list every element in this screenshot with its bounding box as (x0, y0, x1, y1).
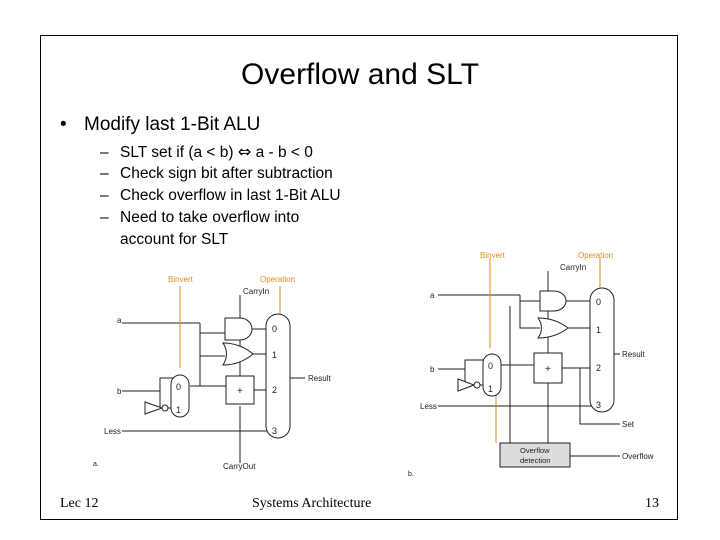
plus-label: + (545, 364, 551, 375)
bmux-1: 1 (176, 405, 181, 415)
plus-label: + (237, 386, 243, 397)
mux-2: 2 (596, 363, 601, 373)
mux-3: 3 (596, 400, 601, 410)
or-gate-icon (222, 342, 254, 366)
a-label: a (430, 291, 435, 300)
footer-left: Lec 12 (60, 496, 99, 511)
main-mux (589, 287, 615, 413)
b-mux (170, 374, 190, 418)
sub-item-2: –Check sign bit after subtraction (100, 163, 333, 185)
carryin-label: CarryIn (243, 287, 269, 296)
sub-dash: – (100, 144, 109, 161)
a-label: a (117, 316, 122, 325)
result-label: Result (622, 350, 645, 359)
alu-diagram-a: + 0 1 0 1 2 3 Binvert Operation CarryIn … (93, 275, 331, 471)
mux-3: 3 (272, 426, 277, 436)
bullet-dot: • (60, 114, 67, 135)
slide-frame (40, 35, 678, 520)
mux-1: 1 (596, 325, 601, 335)
bmux-0: 0 (176, 382, 181, 392)
bmux-0: 0 (488, 361, 493, 371)
operation-label: Operation (578, 251, 613, 260)
carryin-label: CarryIn (560, 263, 586, 272)
mux-0: 0 (596, 297, 601, 307)
and-gate-icon (224, 317, 253, 341)
sub-dash: – (100, 187, 109, 204)
caption-a: a. (93, 461, 99, 468)
bmux-1: 1 (488, 384, 493, 394)
b-mux (482, 353, 502, 397)
carryout-label: CarryOut (223, 462, 256, 471)
result-label: Result (308, 374, 331, 383)
b-label: b (117, 387, 122, 396)
sub-dash: – (100, 165, 109, 182)
set-label: Set (622, 420, 635, 429)
mux-2: 2 (272, 385, 277, 395)
footer-center: Systems Architecture (252, 496, 372, 511)
caption-b: b. (408, 471, 414, 478)
sub-text-4: Need to take overflow into (120, 209, 300, 226)
ovf-box-line1: Overflow (520, 446, 550, 455)
sub-text-2: Check sign bit after subtraction (120, 165, 333, 182)
iff-arrow-icon: ⇔ (237, 142, 252, 161)
mux-1: 1 (272, 350, 277, 360)
bullet-text: Modify last 1-Bit ALU (84, 114, 261, 135)
sub-item-4: –Need to take overflow into account for … (100, 207, 300, 248)
adder-box (533, 352, 563, 384)
alu-diagram-b: + 0 1 0 1 2 3 Overflow detection Binvert… (408, 251, 654, 478)
mux-0: 0 (272, 324, 277, 334)
inverter-icon (144, 401, 164, 415)
sub-item-1: –SLT set if (a < b) ⇔ a - b < 0 (100, 141, 313, 164)
slide-title: Overflow and SLT (241, 58, 479, 91)
footer-page-number: 13 (645, 496, 659, 511)
adder-box (225, 375, 255, 405)
inverter-icon (457, 378, 476, 392)
and-gate-icon (539, 290, 567, 312)
sub-dash: – (100, 209, 109, 226)
sub-text-4-cont: account for SLT (120, 231, 229, 248)
overflow-detection-box (499, 442, 571, 468)
less-label: Less (104, 427, 121, 436)
binvert-label: Binvert (168, 275, 194, 284)
sub-text-1b: a - b < 0 (251, 144, 313, 161)
sub-text-3: Check overflow in last 1-Bit ALU (120, 187, 341, 204)
sub-text-1a: SLT set if (a < b) (120, 144, 238, 161)
ovf-box-line2: detection (520, 456, 550, 465)
less-label: Less (420, 402, 437, 411)
b-label: b (430, 365, 435, 374)
operation-label: Operation (260, 275, 295, 284)
overflow-label: Overflow (622, 452, 654, 461)
binvert-label: Binvert (480, 251, 506, 260)
main-bullet: • Modify last 1-Bit ALU (60, 114, 260, 136)
sub-item-3: –Check overflow in last 1-Bit ALU (100, 185, 341, 207)
main-mux (265, 313, 291, 439)
or-gate-icon (537, 317, 569, 339)
